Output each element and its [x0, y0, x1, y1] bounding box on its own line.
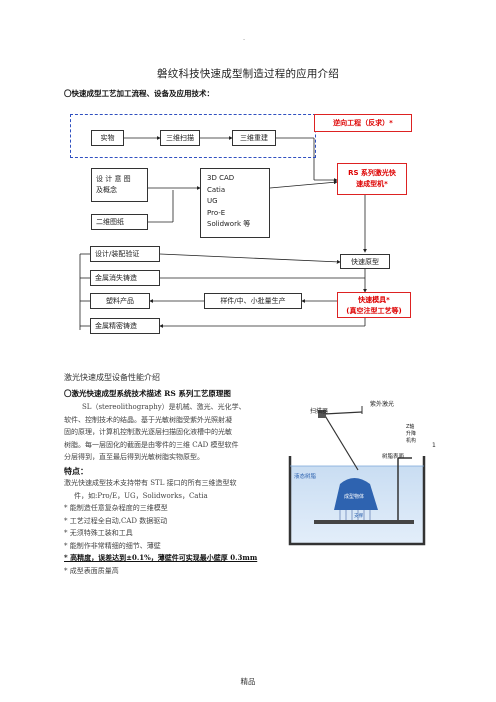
section1-heading: 〇快速成型工艺加工流程、设备及应用技术： — [64, 89, 214, 98]
reverse-engineering-group — [70, 114, 316, 158]
resin-tank — [288, 456, 426, 546]
flow-connectors — [79, 136, 367, 330]
feature-bullet: * 无须特殊工装和工具 — [64, 529, 133, 537]
section2-subheading: 〇激光快速成型系统技术描述 RS 系列工艺原理图 — [64, 389, 231, 398]
section2-heading: 激光快速成型设备性能介绍 — [64, 373, 160, 382]
uv-laser-label: 紫外激光 — [370, 400, 394, 408]
flow-label: 快速原型 — [351, 257, 379, 266]
flow-box-reverse-engineering: 逆向工程（反求）* — [314, 114, 412, 132]
formed-part — [334, 478, 378, 510]
laser-beam — [323, 413, 359, 471]
cad-item: UG — [207, 197, 218, 206]
support-structure — [339, 510, 371, 520]
description-line: 树脂。每一层固化的截面是由零件的三维 CAD 模型软件 — [64, 440, 239, 449]
flow-box-lost-metal-casting: 金属消失铸造 — [90, 270, 160, 286]
page-title: 磐纹科技快速成型制造过程的应用介绍 — [157, 68, 339, 80]
sla-process-diagram: 扫描器 紫外激光 Z轴 升降 机构 树脂表面 液态树脂 成型物体 支撑 1 — [288, 400, 436, 546]
flow-label: 三维扫描 — [166, 134, 194, 142]
z-axis-label-1: Z轴 — [406, 423, 414, 430]
flow-box-3d-scan: 三维扫描 — [160, 130, 200, 146]
support-label: 支撑 — [354, 512, 363, 519]
laser-source-beam — [323, 411, 363, 415]
feature-bullet: * 能制造任意复杂程度的三维模型 — [64, 504, 168, 512]
liquid-resin-label: 液态树脂 — [294, 472, 317, 480]
scanner-label: 扫描器 — [310, 407, 328, 415]
flow-label: 设计/装配验证 — [95, 250, 140, 258]
flow-box-physical-object: 实物 — [91, 130, 124, 146]
flow-box-quick-prototype: 快速原型 — [340, 254, 390, 269]
flow-label: 快速模具* — [358, 296, 390, 304]
feature-bullet: * 工艺过程全自动,CAD 数据驱动 — [64, 516, 168, 525]
cad-item: Solidwork 等 — [207, 220, 251, 229]
surface-quality-bullet: * 成型表面质量高 — [64, 567, 119, 575]
feature-bullet: * 能制作非常精细的细节、薄壁 — [64, 541, 161, 550]
cad-item: Catia — [207, 185, 226, 194]
flow-label: 二维图纸 — [96, 218, 124, 226]
flow-label: 塑料产品 — [106, 297, 134, 305]
resin-surface-label: 树脂表面 — [382, 452, 405, 460]
features-line: 件，如:Pro/E，UG，Solidworks，Catia — [74, 491, 208, 500]
cad-item: 3D CAD — [207, 174, 235, 182]
features-list: 激光快速成型技术支持带有 STL 接口的所有三维造型软 件，如:Pro/E，UG… — [64, 477, 294, 552]
build-platform — [314, 520, 414, 524]
flow-box-design-verify: 设计/装配验证 — [90, 246, 160, 262]
flow-box-precision-casting: 金属精密铸造 — [90, 318, 160, 334]
flow-box-design-intent: 设 计 意 图 及概念 — [91, 168, 148, 202]
flow-box-2d-drawing: 二维图纸 — [91, 214, 148, 230]
z-axis-label-3: 机构 — [406, 437, 416, 444]
description-line: 分层得到，直至最后得到光敏树脂实物原型。 — [64, 453, 204, 461]
flow-box-plastic-product: 塑料产品 — [90, 293, 150, 309]
flow-box-3d-reconstruct: 三维重建 — [232, 130, 276, 146]
flow-label: 三维重建 — [240, 134, 268, 142]
description-paragraph: SL（stereolithography）是机械、激光、光化学、 软件、控制技术… — [64, 401, 294, 464]
flow-box-rapid-mold: 快速模具* (真空注型工艺等) — [337, 292, 411, 318]
scanner-mirror — [318, 410, 326, 418]
flow-label: 设 计 意 图 — [96, 175, 131, 183]
formed-part-label: 成型物体 — [344, 493, 364, 500]
flow-label: (真空注型工艺等) — [346, 307, 402, 315]
top-mark: - — [243, 36, 246, 43]
features-heading: 特点： — [64, 466, 88, 476]
flow-label: 样件/中、小批量生产 — [220, 297, 286, 305]
flow-label: 速成型机* — [356, 180, 388, 188]
description-line: 软件、控制技术的结晶。基于光敏树脂受紫外光照射凝 — [64, 415, 232, 424]
flow-label: 实物 — [100, 134, 115, 142]
precision-bullet: * 高精度，误差达到±0.1%，薄壁件可实现最小壁厚 0.3mm — [64, 553, 258, 562]
features-line: 激光快速成型技术支持带有 STL 接口的所有三维造型软 — [64, 479, 237, 487]
description-line: SL（stereolithography）是机械、激光、光化学、 — [82, 403, 246, 411]
footer-text: 精品 — [240, 677, 256, 686]
flow-label: RS 系列激光快 — [348, 169, 396, 177]
description-line: 固的原理，计算机控制激光逐层扫描固化液槽中的光敏 — [64, 428, 232, 436]
cad-item: Pro-E — [207, 208, 226, 217]
flow-label: 金属精密铸造 — [95, 322, 137, 330]
z-axis-label-2: 升降 — [406, 430, 416, 437]
flow-label: 及概念 — [96, 186, 117, 194]
flow-box-rs-series-machine: RS 系列激光快 速成型机* — [337, 163, 407, 195]
side-mark: 1 — [432, 442, 436, 449]
flow-label: 逆向工程（反求）* — [333, 119, 393, 127]
flow-label: 金属消失铸造 — [95, 274, 137, 282]
flow-box-small-batch: 样件/中、小批量生产 — [204, 293, 302, 309]
flow-box-cad-software: 3D CAD Catia UG Pro-E Solidwork 等 — [200, 168, 270, 238]
